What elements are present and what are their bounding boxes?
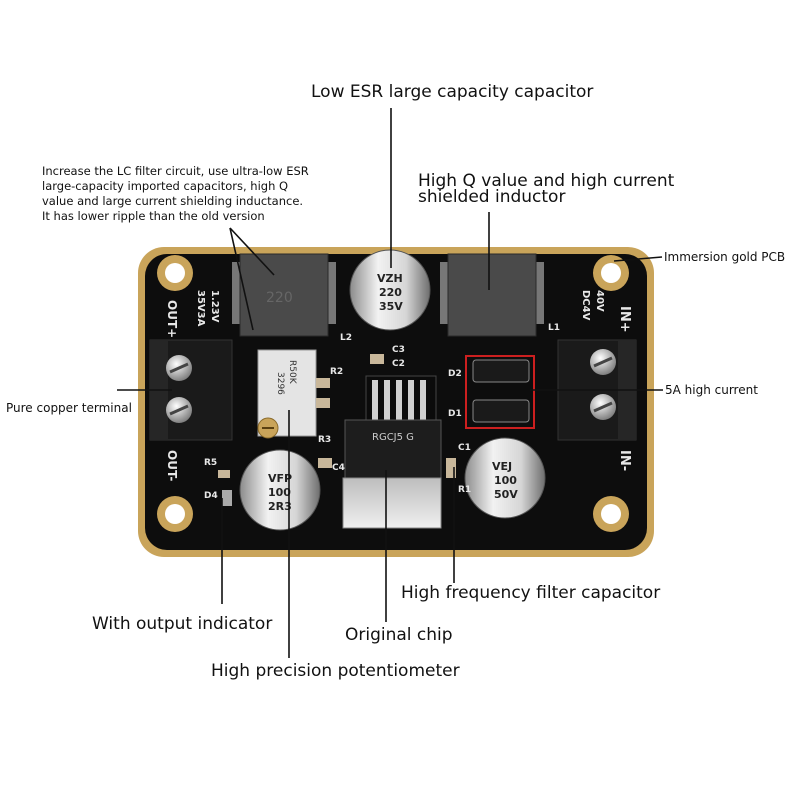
potentiometer-part [257, 349, 317, 439]
silk-in-spec: DC4V [580, 290, 591, 321]
silk-out-plus: OUT+ [165, 300, 179, 338]
inductor-l1 [440, 253, 544, 337]
silk-d2: D2 [448, 369, 462, 379]
silk-out-minus: OUT- [165, 450, 179, 481]
callout-hf-filter: High frequency filter capacitor [401, 583, 661, 603]
inductor-l2 [232, 253, 336, 337]
silk-in-minus: IN- [617, 450, 632, 471]
silk-in-plus: IN+ [617, 306, 632, 333]
cap-right-marking-2: 100 [494, 474, 517, 487]
pot-marking-1: R50K [287, 360, 297, 385]
silk-d4: D4 [204, 491, 218, 501]
callout-lc-filter: Increase the LC filter circuit, use ultr… [42, 164, 309, 224]
cap-right-marking-1: VEJ [492, 460, 512, 473]
silk-c4: C4 [332, 463, 345, 473]
silk-c1: C1 [458, 443, 471, 453]
silk-in-spec2: 40V [594, 290, 605, 312]
callout-potentiometer: High precision potentiometer [211, 661, 460, 681]
output-terminal-block [149, 339, 233, 441]
capacitor-top [349, 249, 431, 331]
silk-out-spec: 1.23V [209, 290, 220, 323]
silk-c3: C3 [392, 345, 405, 355]
callout-output-indicator: With output indicator [92, 614, 273, 634]
callout-low-esr: Low ESR large capacity capacitor [311, 82, 594, 102]
silk-r2: R2 [330, 367, 343, 377]
cap-left-marking-3: 2R3 [268, 500, 292, 513]
silk-r3: R3 [318, 435, 331, 445]
cap-left-marking-1: VFP [268, 472, 292, 485]
silk-c2: C2 [392, 359, 405, 369]
silkscreen-labels: OUT+ OUT- IN+ IN- 1.23V 35V3A DC4V 40V L… [165, 272, 632, 513]
cap-top-marking-2: 220 [379, 286, 402, 299]
silk-r5: R5 [204, 458, 217, 468]
callout-copper-terminal: Pure copper terminal [6, 401, 132, 415]
high-q-line-1: High Q value and high current [418, 171, 675, 191]
cap-right-marking-3: 50V [494, 488, 518, 501]
mounting-holes [157, 255, 629, 532]
regulator-chip [342, 375, 442, 529]
callout-high-q: High Q value and high current shielded i… [418, 171, 675, 207]
lc-filter-line-3: value and large current shielding induct… [42, 194, 304, 208]
inductor-l2-marking: 220 [266, 290, 293, 306]
silk-out-spec2: 35V3A [195, 290, 206, 327]
callout-original-chip: Original chip [345, 625, 453, 645]
chip-marking: RGCJ5 G [372, 432, 414, 443]
silk-r1: R1 [458, 485, 471, 495]
cap-top-marking-3: 35V [379, 300, 403, 313]
lc-filter-line-4: It has lower ripple than the old version [42, 209, 265, 223]
high-q-line-2: shielded inductor [418, 187, 566, 207]
leader-lc-filter-1 [229, 227, 275, 276]
leader-lines [117, 108, 663, 658]
pot-marking-2: 3296 [275, 372, 285, 395]
capacitor-left [239, 449, 321, 531]
lc-filter-line-1: Increase the LC filter circuit, use ultr… [42, 164, 309, 178]
leader-lc-filter-2 [229, 227, 254, 331]
silk-l1: L1 [548, 323, 560, 333]
callout-immersion-gold: Immersion gold PCB [664, 250, 786, 264]
cap-top-marking-1: VZH [377, 272, 403, 285]
silk-l2: L2 [340, 333, 352, 343]
capacitor-right [464, 437, 546, 519]
cap-left-marking-2: 100 [268, 486, 291, 499]
lc-filter-line-2: large-capacity imported capacitors, high… [42, 179, 289, 193]
leader-immersion-gold [613, 256, 663, 262]
callout-five-a: 5A high current [665, 383, 758, 397]
silk-d1: D1 [448, 409, 462, 419]
diodes-d1-d2 [465, 355, 535, 429]
smd-parts [218, 354, 456, 506]
